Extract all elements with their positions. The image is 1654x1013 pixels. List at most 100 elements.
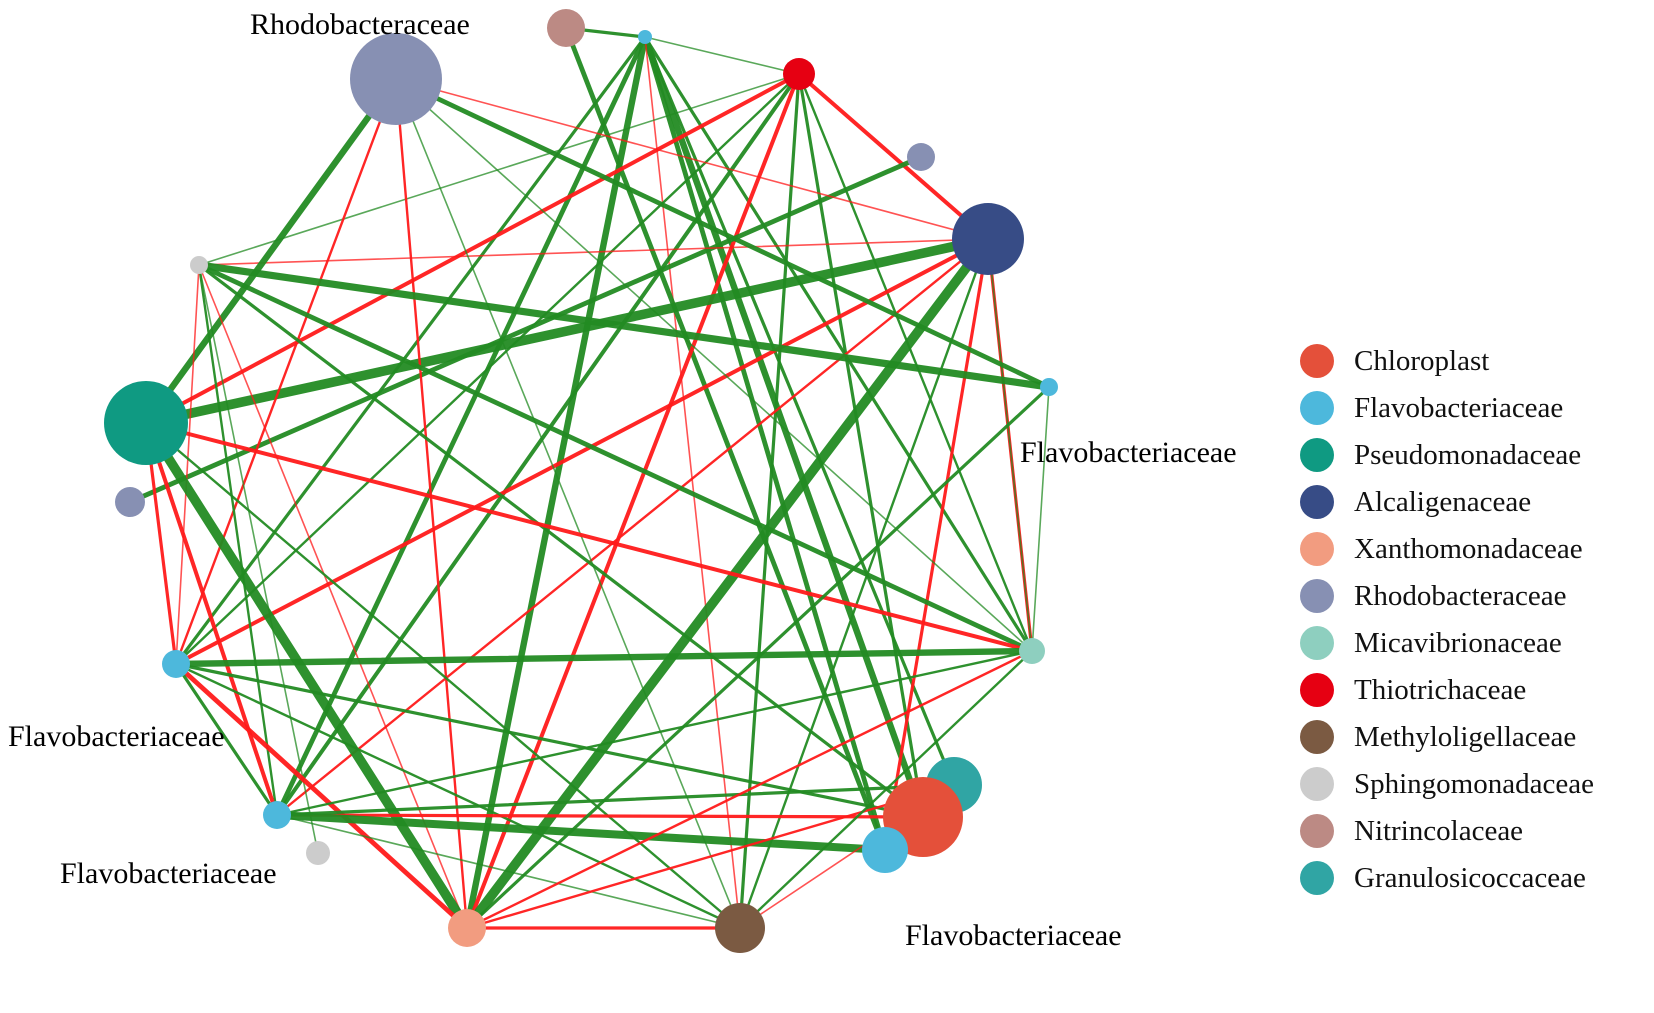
legend-item-xanthomonadaceae: Xanthomonadaceae [1300, 530, 1650, 577]
edge-positive-rhodo_big-mica [395, 78, 1033, 652]
edge-positive-rhodo_big-flavo_right [393, 76, 1052, 390]
edge-negative-alcal-flavo_left [174, 237, 990, 666]
edge-positive-flavo_lowleft-granu [275, 783, 956, 817]
legend-item-chloroplast: Chloroplast [1300, 342, 1650, 389]
edge-positive-rhodo_sm1-rhodo_sm2 [127, 154, 924, 505]
edge-positive-sphingo1-chloro [197, 263, 925, 819]
legend-label: Thiotrichaceae [1354, 674, 1527, 706]
legend-swatch [1300, 626, 1334, 660]
edge-negative-alcal-flavo_lowleft [275, 237, 990, 817]
edge-positive-flavo_top-flavo_lowleft [274, 34, 648, 818]
edge-positive-flavo_lowleft-flavo_bottom [273, 811, 889, 854]
edge-positive-mica-alcal [987, 238, 1033, 652]
edge-negative-thio-pseudo [144, 72, 801, 425]
legend-swatch [1300, 344, 1334, 378]
legend-label: Chloroplast [1354, 345, 1490, 377]
edge-positive-rhodo_big-pseudo [142, 75, 400, 427]
legend-label: Granulosicoccaceae [1354, 862, 1586, 894]
node-label-flavobacteriaceae-left: Flavobacteriaceae [8, 720, 225, 753]
legend-item-alcaligenaceae: Alcaligenaceae [1300, 483, 1650, 530]
node-rhodo_big [350, 33, 442, 125]
edge-positive-flavo_top-mica [643, 35, 1034, 653]
node-label-layer: Rhodobacteraceae Flavobacteriaceae Flavo… [8, 8, 1237, 952]
edge-negative-xantho-mica [465, 649, 1034, 930]
node-rhodo_sm2 [115, 487, 145, 517]
edge-negative-rhodo_big-xantho [394, 77, 469, 930]
edge-positive-sphingo1-flavo_right [195, 261, 1053, 391]
legend-label: Rhodobacteraceae [1354, 580, 1567, 612]
legend-label: Xanthomonadaceae [1354, 533, 1583, 565]
edge-positive-flavo_top-flavo_bottom [642, 34, 888, 853]
legend-swatch [1300, 532, 1334, 566]
edge-negative-thio-alcal [797, 72, 990, 241]
edge-positive-thio-sphingo1 [198, 73, 800, 266]
node-methyl [715, 903, 765, 953]
edge-positive-flavo_left-mica [172, 647, 1036, 668]
edge-negative-rhodo_big-flavo_left [174, 77, 398, 666]
edge-positive-flavo_left-flavo_lowleft [174, 662, 279, 817]
legend-label: Sphingomonadaceae [1354, 768, 1594, 800]
legend-item-rhodobacteraceae: Rhodobacteraceae [1300, 577, 1650, 624]
node-alcal [952, 203, 1024, 275]
edge-positive-mica-flavo_right [1031, 386, 1050, 652]
edge-layer [127, 25, 1053, 933]
node-label-rhodobacteraceae: Rhodobacteraceae [250, 8, 470, 41]
legend-label: Micavibrionaceae [1354, 627, 1562, 659]
edge-positive-thio-flavo_left [174, 72, 801, 666]
edge-positive-flavo_lowleft-mica [275, 649, 1034, 817]
legend-label: Flavobacteriaceae [1354, 392, 1564, 424]
node-sphingo1 [190, 256, 208, 274]
edge-negative-alcal-flavo_bottom [883, 237, 990, 852]
edge-positive-sphingo1-sphingo2 [198, 264, 319, 854]
node-flavo_right [1040, 378, 1058, 396]
legend-item-granulosicoccaceae: Granulosicoccaceae [1300, 859, 1650, 906]
legend-item-flavobacteriaceae: Flavobacteriaceae [1300, 389, 1650, 436]
edge-positive-thio-mica [797, 72, 1034, 653]
edge-positive-pseudo-xantho [141, 418, 472, 933]
legend-label: Methyloligellaceae [1354, 721, 1577, 753]
legend-swatch [1300, 720, 1334, 754]
node-thio [783, 58, 815, 90]
node-label-flavobacteriaceae-right: Flavobacteriaceae [1020, 436, 1237, 469]
legend-swatch [1300, 485, 1334, 519]
node-mica [1019, 638, 1045, 664]
node-sphingo2 [306, 841, 330, 865]
edge-negative-thio-xantho [465, 72, 801, 930]
node-flavo_top [638, 30, 652, 44]
edge-positive-methyl-mica [738, 649, 1034, 930]
legend-item-methyloligellaceae: Methyloligellaceae [1300, 718, 1650, 765]
node-flavo_bottom [862, 827, 908, 873]
edge-positive-flavo_top-flavo_left [174, 35, 647, 666]
edge-negative-xantho-granu [465, 783, 956, 930]
edge-positive-rhodo_big-methyl [395, 78, 741, 929]
edge-positive-flavo_lowleft-methyl [276, 814, 741, 929]
edge-positive-alcal-methyl [738, 237, 990, 930]
edge-positive-thio-chloro [797, 72, 925, 819]
node-flavo_lowleft [263, 801, 291, 829]
legend-swatch [1300, 861, 1334, 895]
node-pseudo [104, 381, 188, 465]
legend-item-nitrincolaceae: Nitrincolaceae [1300, 812, 1650, 859]
legend-swatch [1300, 814, 1334, 848]
edge-positive-nitrin-flavo_bottom [563, 25, 888, 853]
node-flavo_left [162, 650, 190, 678]
edge-positive-flavo_top-xantho [463, 33, 649, 932]
node-layer [104, 9, 1058, 953]
edge-positive-alcal-pseudo [141, 234, 993, 428]
edge-positive-flavo_top-granu [643, 35, 956, 787]
legend-swatch [1300, 438, 1334, 472]
legend-item-pseudomonadaceae: Pseudomonadaceae [1300, 436, 1650, 483]
edge-positive-sphingo1-mica [196, 262, 1035, 654]
edge-negative-flavo_left-xantho [173, 661, 470, 931]
edge-negative-sphingo1-flavo_left [175, 264, 200, 665]
edge-negative-alcal-rhodo_big [395, 78, 989, 240]
edge-negative-pseudo-flavo_lowleft [144, 421, 279, 817]
edge-positive-flavo_top-thio [644, 36, 800, 75]
edge-negative-alcal-sphingo1 [198, 238, 989, 266]
node-rhodo_sm1 [907, 143, 935, 171]
legend-item-micavibrionaceae: Micavibrionaceae [1300, 624, 1650, 671]
legend: Chloroplast Flavobacteriaceae Pseudomona… [1300, 342, 1650, 906]
edge-positive-sphingo1-flavo_lowleft [197, 263, 279, 817]
edge-negative-sphingo1-xantho [198, 264, 468, 929]
